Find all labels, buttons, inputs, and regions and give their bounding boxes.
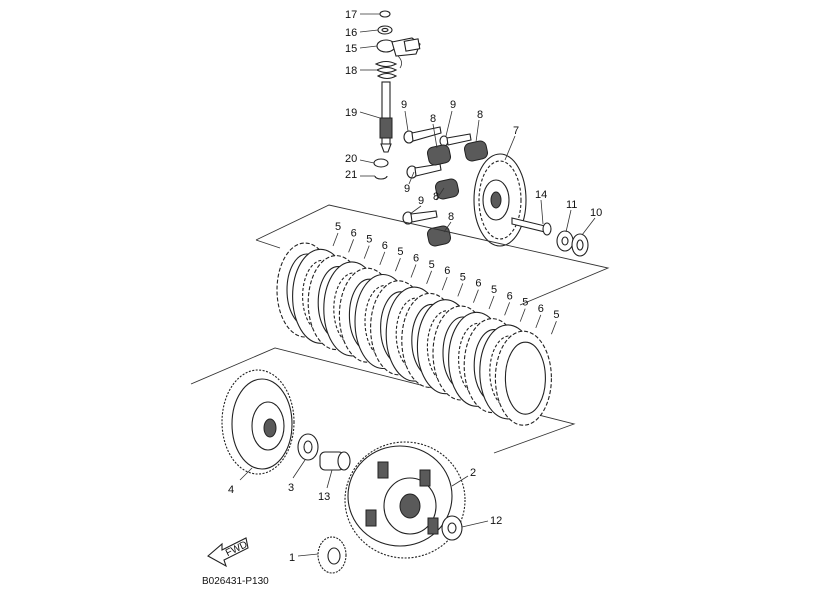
callout-7: 7 xyxy=(513,125,519,137)
callout-plate: 5 xyxy=(429,259,435,271)
clutch-plate-stack xyxy=(276,242,552,426)
callout-8: 8 xyxy=(430,113,436,125)
clutch-spring-8 xyxy=(434,178,460,200)
washer-20 xyxy=(373,158,389,168)
callout-plate: 6 xyxy=(475,278,481,290)
callout-14: 14 xyxy=(535,189,547,201)
circlip-17 xyxy=(379,10,391,18)
plate-leader-line xyxy=(551,321,557,335)
callout-plate: 5 xyxy=(397,246,403,258)
callout-15: 15 xyxy=(345,43,357,55)
callout-20: 20 xyxy=(345,153,357,165)
callout-9: 9 xyxy=(404,183,410,195)
callout-plate: 5 xyxy=(491,284,497,296)
bolt-9 xyxy=(406,163,442,179)
callout-9: 9 xyxy=(418,195,424,207)
plate-leader-line xyxy=(504,302,510,316)
callout-8: 8 xyxy=(433,191,439,203)
plate-pack-frame xyxy=(255,204,610,306)
plate-leader-line xyxy=(441,276,448,291)
callout-9: 9 xyxy=(401,99,407,111)
pressure-plate-7 xyxy=(473,153,527,247)
thrust-washer-3 xyxy=(297,433,319,461)
washer-10 xyxy=(571,233,589,257)
callout-plate: 5 xyxy=(553,309,559,321)
plate-leader-line xyxy=(363,245,370,259)
leader-lines xyxy=(239,13,596,557)
callout-plate: 5 xyxy=(522,297,528,309)
plate-inner-edge xyxy=(504,341,546,415)
callout-21: 21 xyxy=(345,169,357,181)
callout-plate: 5 xyxy=(460,271,466,283)
plate-leader-line xyxy=(473,289,479,303)
fwd-label: FWD xyxy=(224,539,249,559)
callout-9: 9 xyxy=(450,99,456,111)
drawing-code: B026431-P130 xyxy=(202,576,269,587)
primary-driven-gear-4 xyxy=(221,369,295,475)
spring-18 xyxy=(374,60,398,80)
primary-drive-gear-1 xyxy=(317,536,347,574)
bolt-9 xyxy=(402,210,438,225)
callout-labels: 17 16 15 18 19 20 21 9 9 8 8 7 9 8 9 8 1… xyxy=(228,9,602,564)
callout-plate: 6 xyxy=(382,240,388,252)
callout-4: 4 xyxy=(228,484,234,496)
callout-10: 10 xyxy=(590,207,602,219)
callout-1: 1 xyxy=(289,552,295,564)
release-assembly xyxy=(373,10,421,180)
plate-leader-line xyxy=(410,264,417,278)
callout-plate: 6 xyxy=(538,303,544,315)
callout-18: 18 xyxy=(345,65,357,77)
bolt-9 xyxy=(439,133,472,147)
callout-19: 19 xyxy=(345,107,357,119)
push-lever-shaft-19 xyxy=(379,81,393,153)
callout-plate: 5 xyxy=(335,221,341,233)
callout-17: 17 xyxy=(345,9,357,21)
callout-plate: 6 xyxy=(507,290,513,302)
callout-plate: 6 xyxy=(444,265,450,277)
callout-8: 8 xyxy=(477,109,483,121)
clutch-housing-2 xyxy=(344,441,466,559)
nut-11 xyxy=(556,230,574,252)
plate-leader-line xyxy=(348,239,354,253)
plate-leader-line xyxy=(332,232,339,247)
callout-16: 16 xyxy=(345,27,357,39)
plate-leader-line xyxy=(457,283,464,297)
circlip-21 xyxy=(374,175,388,180)
plate-leader-line xyxy=(395,258,401,272)
plate-leader-line xyxy=(379,251,386,266)
pressure-plate-assembly xyxy=(402,126,589,257)
thrust-washer-12 xyxy=(441,515,463,541)
plate-leader-line xyxy=(519,308,526,322)
callout-plate: 6 xyxy=(413,253,419,265)
callout-2: 2 xyxy=(470,467,476,479)
callout-13: 13 xyxy=(318,491,330,503)
plate-leader-line xyxy=(488,295,495,310)
callout-3: 3 xyxy=(288,482,294,494)
callout-plate: 5 xyxy=(366,234,372,246)
fwd-arrow: FWD xyxy=(207,537,249,568)
clutch-spring-8 xyxy=(463,140,489,162)
clutch-spring-8 xyxy=(426,144,452,166)
callout-12: 12 xyxy=(490,515,502,527)
callout-plate: 6 xyxy=(351,227,357,239)
release-lever-15 xyxy=(376,37,421,69)
plate-leader-line xyxy=(426,270,432,284)
plate-leader-line xyxy=(535,314,542,329)
callout-8: 8 xyxy=(448,211,454,223)
callout-11: 11 xyxy=(566,199,577,211)
collar-13 xyxy=(319,451,351,471)
push-rod-14 xyxy=(511,217,552,236)
